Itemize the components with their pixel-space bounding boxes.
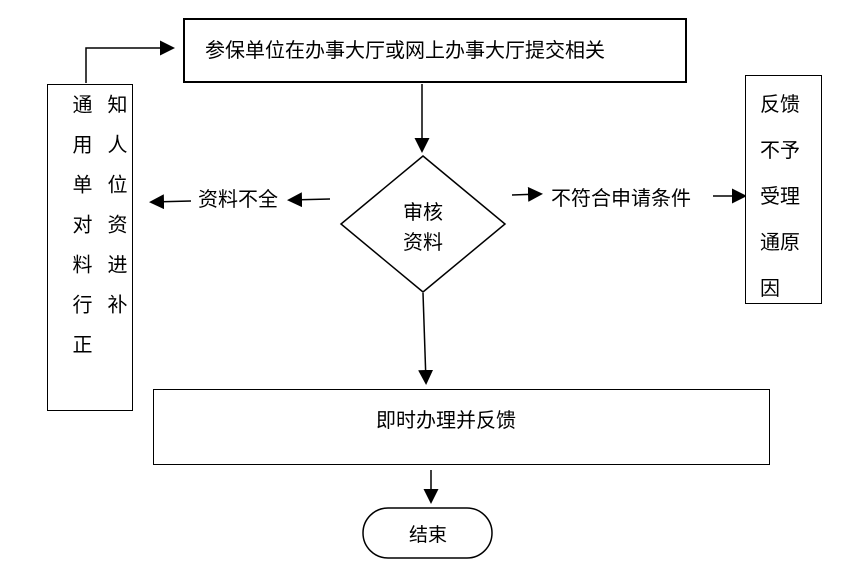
review-decision-diamond [339,155,507,293]
missing-info-label: 资料不全 [198,187,278,211]
right-notice-box: 反馈 不予 受理 通原 因 [745,75,822,304]
decision-to-process-arrow [418,292,434,385]
feedback-arrow-top [85,40,175,83]
decision-right-arrow [511,186,543,202]
decision-text-line2: 资料 [403,230,443,254]
submission-text: 参保单位在办事大厅或网上办事大厅提交相关 [205,38,605,62]
decision-text-line1: 审核 [403,200,443,224]
right-notice-line-3: 受理 [760,184,800,208]
missing-info-to-notice-arrow [149,194,192,210]
left-notice-col-right: 知人位资进补 [104,94,128,334]
right-notice-line-5: 因 [760,276,780,300]
end-terminator [362,507,493,559]
submission-box: 参保单位在办事大厅或网上办事大厅提交相关 [183,18,687,83]
right-notice-line-1: 反馈 [760,92,800,116]
not-eligible-label: 不符合申请条件 [551,186,691,210]
decision-left-arrow [287,192,331,208]
end-text: 结束 [409,524,447,546]
process-text: 即时办理并反馈 [376,408,516,432]
process-box: 即时办理并反馈 [153,389,770,465]
left-notice-box: 知人位资进补 通用单对料行正 [47,84,133,411]
left-notice-col-left: 通用单对料行正 [69,94,93,374]
right-notice-line-4: 通原 [760,230,800,254]
right-notice-line-2: 不予 [760,138,800,162]
